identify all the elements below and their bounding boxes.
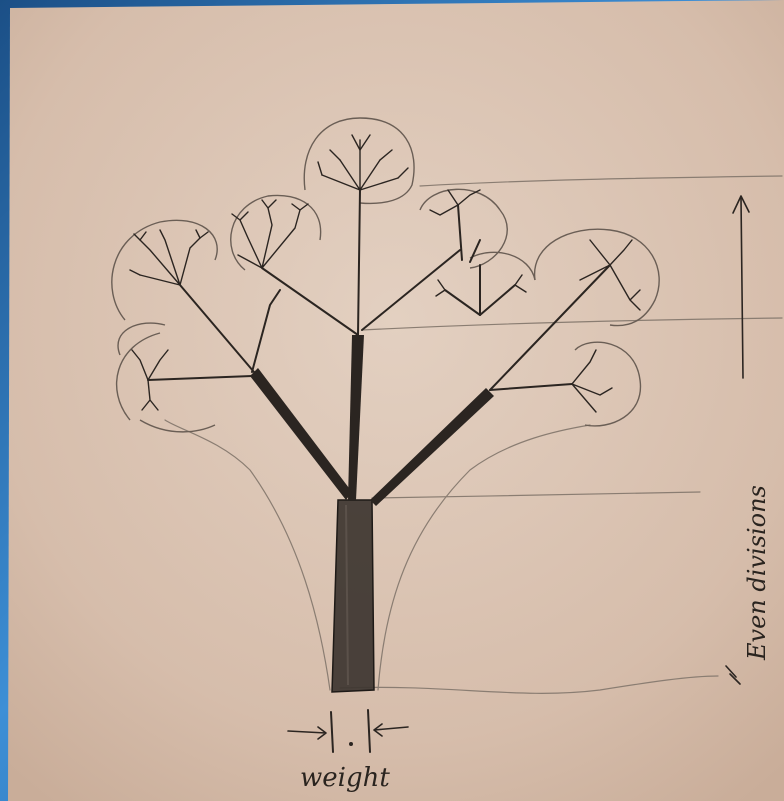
weight-label: weight [300,763,390,793]
tree-trunk [332,500,374,692]
even-divisions-label: Even divisions [743,485,771,661]
paper-sheet [8,0,784,801]
